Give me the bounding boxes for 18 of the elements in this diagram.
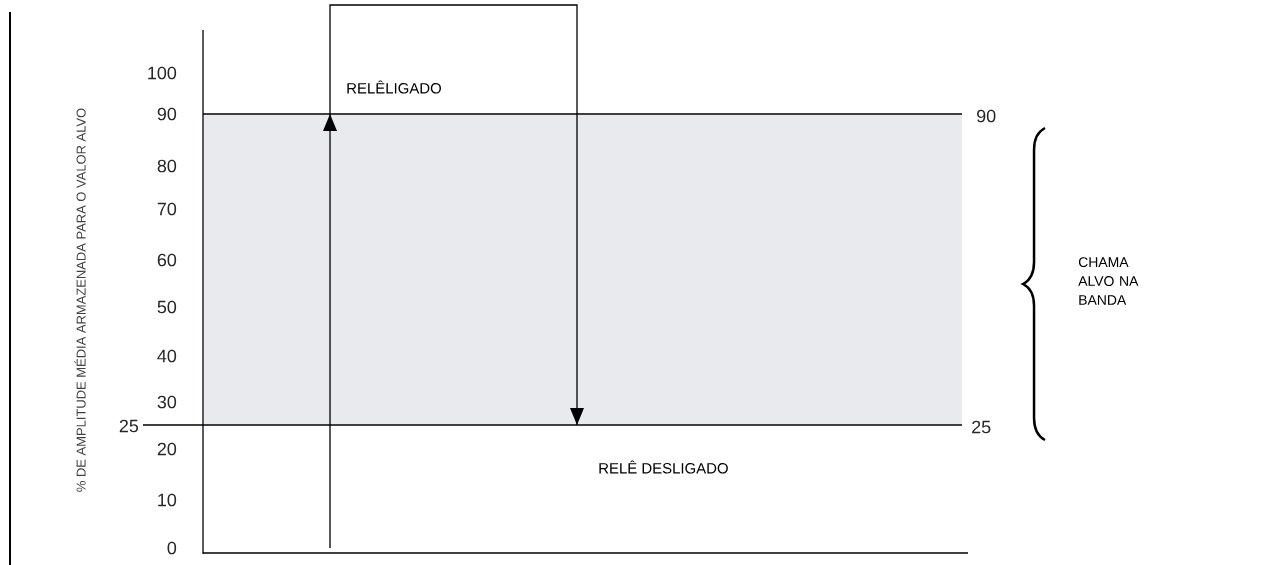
state-label: RELÊLIGADO: [347, 80, 441, 94]
tick-label: 90: [157, 107, 177, 121]
tick-label: 0: [167, 541, 177, 555]
tick-label: 20: [157, 442, 177, 456]
tick-label: 80: [157, 159, 177, 173]
tick-label: 50: [157, 300, 177, 314]
tick-label: 25: [119, 419, 139, 433]
bracket-label: CHAMA ALVO NA BANDA: [1078, 257, 1139, 305]
tick-label: 25: [972, 420, 991, 434]
tick-label: 70: [157, 202, 177, 216]
state-label: RELÊ DESLIGADO: [599, 460, 728, 474]
tick-label: 30: [157, 395, 177, 409]
tick-label: 40: [157, 349, 177, 363]
tick-label: 60: [157, 253, 177, 267]
tick-label: 10: [158, 493, 177, 507]
axis-title: % DE AMPLITUDE MÉDIA ARMAZENADA PARA O VALOR ALVO: [74, 108, 86, 492]
tick-label: 100: [148, 66, 177, 80]
tick-label: 90: [977, 109, 996, 123]
